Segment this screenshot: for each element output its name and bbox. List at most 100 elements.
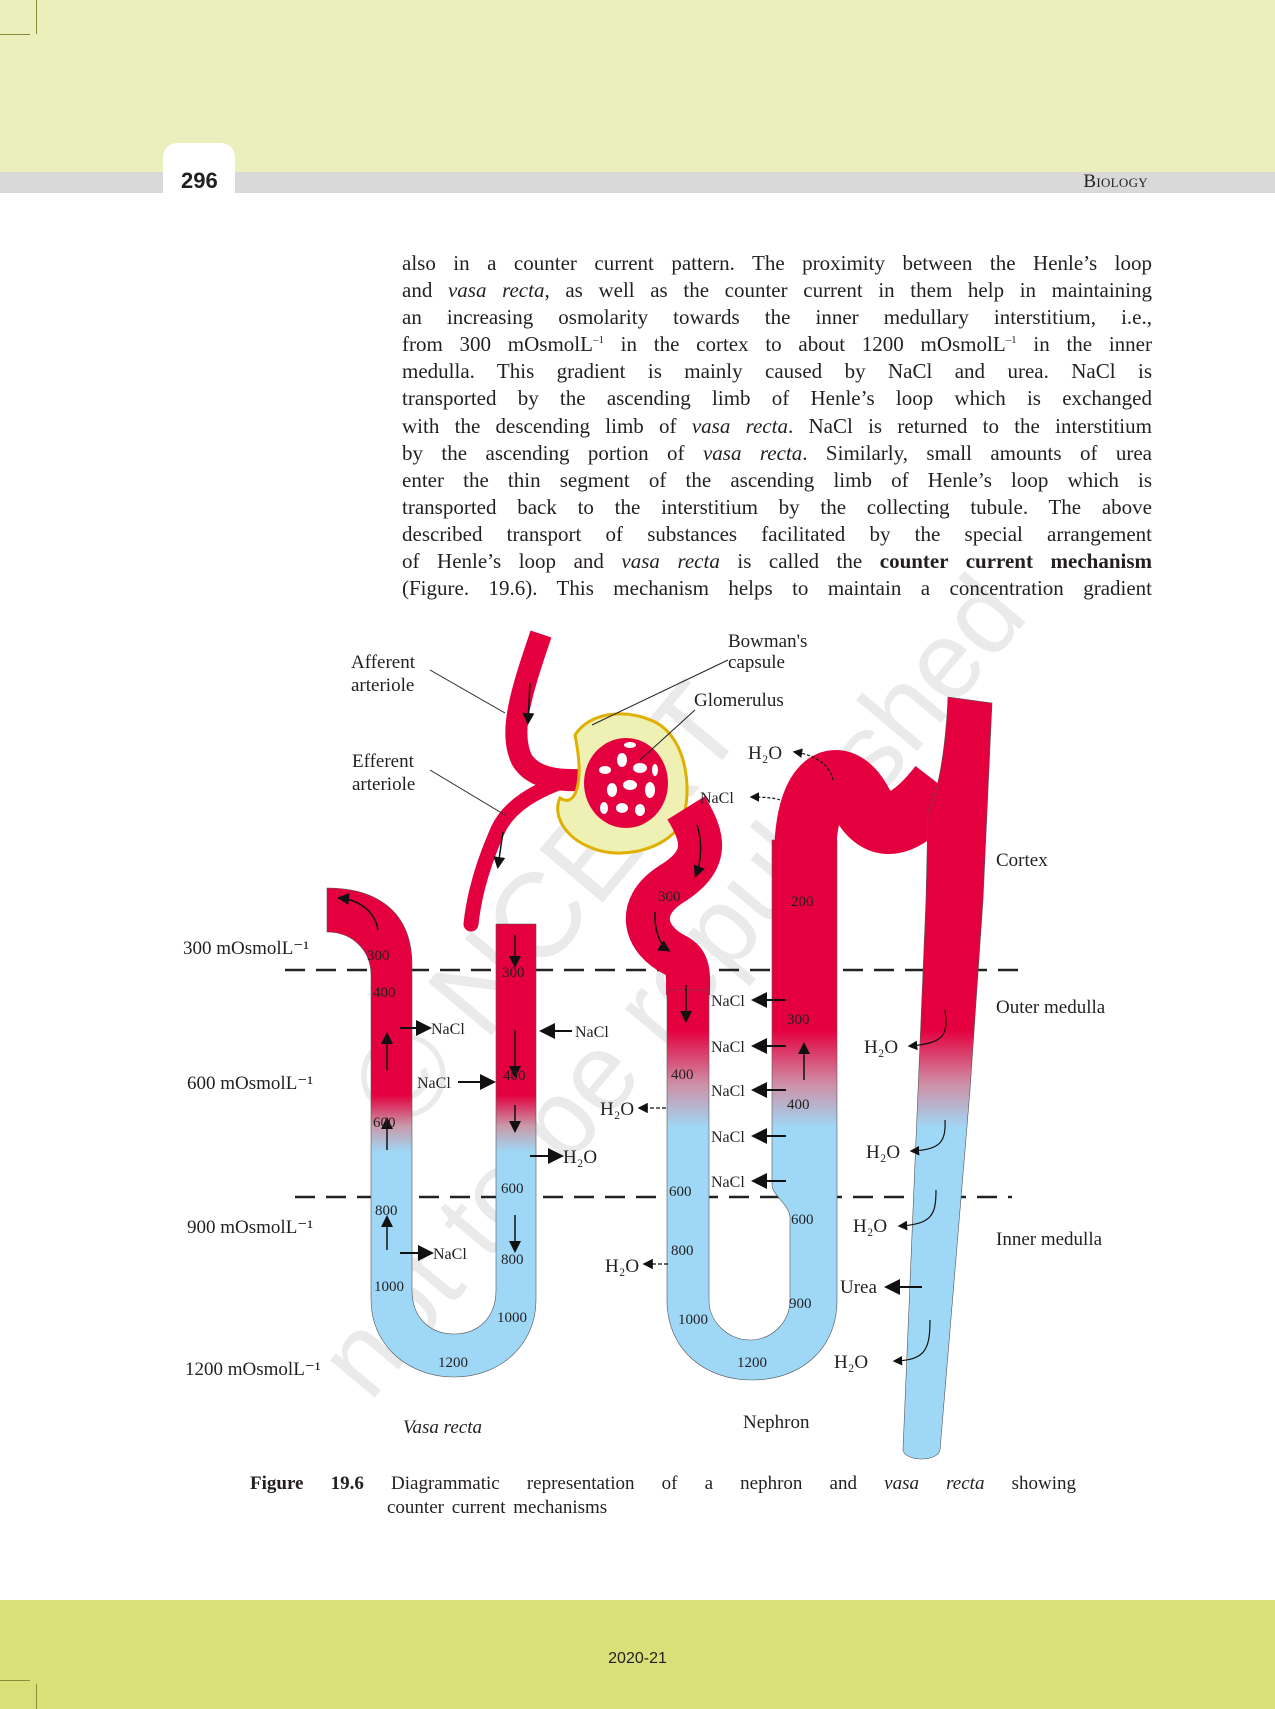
edition-year: 2020-21 bbox=[608, 1650, 667, 1667]
caption-line-2: counter current mechanisms bbox=[387, 1497, 608, 1518]
vasa-recta-label: Vasa recta bbox=[403, 1417, 482, 1438]
value-label: 800 bbox=[375, 1203, 398, 1219]
crop-mark bbox=[36, 1684, 37, 1709]
text-line: and vasa recta, as well as the counter c… bbox=[402, 277, 1152, 304]
glomerulus-capillary-holes bbox=[599, 742, 658, 816]
crop-mark bbox=[36, 0, 37, 34]
italic-term: vasa recta bbox=[691, 413, 788, 438]
text-line: of Henle’s loop and vasa recta is called… bbox=[402, 548, 1152, 575]
h2o-label: H₂O bbox=[748, 743, 782, 764]
text-line: also in a counter current pattern. The p… bbox=[402, 250, 1152, 277]
nephron-values: 300 200 400 600 800 1000 1200 300 400 60… bbox=[658, 889, 814, 1371]
nacl-label: NaCl bbox=[711, 1129, 745, 1146]
osmolarity-900-label: 900 mOsmolL⁻¹ bbox=[187, 1217, 313, 1238]
flow-arrows bbox=[337, 682, 810, 1253]
text-segment: enter the thin segment of the ascending … bbox=[402, 467, 1152, 492]
value-label: 600 bbox=[669, 1184, 692, 1200]
bowmans-capsule-label-2: capsule bbox=[728, 652, 785, 673]
cortex-label: Cortex bbox=[996, 850, 1048, 871]
text-line: enter the thin segment of the ascending … bbox=[402, 467, 1152, 494]
value-label: 300 bbox=[502, 965, 525, 981]
text-segment: medulla. This gradient is mainly caused … bbox=[402, 359, 1152, 384]
nacl-label: NaCl bbox=[433, 1246, 467, 1263]
header-rule bbox=[0, 172, 1275, 193]
nephron-label: Nephron bbox=[743, 1412, 810, 1433]
text-line: with the descending limb of vasa recta. … bbox=[402, 413, 1152, 440]
text-segment: transported back to the interstitium by … bbox=[402, 494, 1152, 519]
text-segment: and bbox=[402, 278, 448, 303]
value-label: 300 bbox=[367, 948, 390, 964]
text-segment: –1 bbox=[1005, 334, 1017, 347]
text-segment: with the descending limb of bbox=[402, 413, 692, 438]
nacl-label: NaCl bbox=[700, 790, 734, 807]
value-label: 600 bbox=[791, 1212, 814, 1228]
inner-medulla-label: Inner medulla bbox=[996, 1229, 1103, 1250]
text-line: transported back to the interstitium by … bbox=[402, 494, 1152, 521]
text-segment: (Figure. 19.6). This mechanism helps to … bbox=[402, 576, 1152, 601]
value-label: 1000 bbox=[374, 1279, 404, 1295]
value-label: 900 bbox=[789, 1296, 812, 1312]
value-label: 1200 bbox=[737, 1355, 767, 1371]
loop-of-henle bbox=[666, 839, 838, 1381]
distal-convoluted-tubule bbox=[774, 750, 965, 861]
value-label: 300 bbox=[658, 889, 681, 905]
italic-term: vasa recta bbox=[621, 549, 720, 574]
text-segment: an increasing osmolarity towards the inn… bbox=[402, 305, 1152, 330]
value-label: 400 bbox=[503, 1068, 526, 1084]
value-label: 200 bbox=[791, 894, 814, 910]
h2o-label: H₂O bbox=[605, 1256, 639, 1277]
urea-label: Urea bbox=[840, 1277, 877, 1298]
text-line: an increasing osmolarity towards the inn… bbox=[402, 304, 1152, 331]
h2o-label: H₂O bbox=[853, 1216, 887, 1237]
value-label: 400 bbox=[787, 1097, 810, 1113]
osmolarity-300-label: 300 mOsmolL⁻¹ bbox=[183, 938, 309, 959]
footer-band bbox=[0, 1600, 1275, 1709]
caption-text: Diagrammatic representation of a nephron… bbox=[391, 1473, 885, 1494]
efferent-label: Efferent bbox=[352, 751, 415, 772]
afferent-label-2: arteriole bbox=[351, 675, 414, 696]
figure-number: Figure 19.6 bbox=[250, 1473, 364, 1494]
value-label: 800 bbox=[671, 1243, 694, 1259]
text-line: from 300 mOsmolL–1 in the cortex to abou… bbox=[402, 331, 1152, 358]
vasa-recta-loop bbox=[326, 887, 537, 1378]
caption-text: showing bbox=[984, 1473, 1076, 1494]
italic-term: vasa recta bbox=[702, 440, 803, 465]
text-segment: . Similarly, small amounts of urea bbox=[802, 440, 1152, 465]
nacl-label: NaCl bbox=[711, 1083, 745, 1100]
text-segment: by the ascending portion of bbox=[402, 440, 703, 465]
transport-labels: NaCl NaCl NaCl H₂O NaCl H₂O NaCl NaCl Na… bbox=[417, 743, 900, 1373]
crop-mark bbox=[0, 34, 30, 35]
afferent-label: Afferent bbox=[351, 652, 416, 673]
text-segment: transported by the ascending limb of Hen… bbox=[402, 386, 1152, 411]
value-label: 300 bbox=[787, 1012, 810, 1028]
value-label: 1000 bbox=[497, 1310, 527, 1326]
glomerulus-label: Glomerulus bbox=[694, 690, 784, 711]
nacl-label: NaCl bbox=[417, 1075, 451, 1092]
text-segment: . NaCl is returned to the interstitium bbox=[787, 413, 1152, 438]
osmolarity-1200-label: 1200 mOsmolL⁻¹ bbox=[185, 1359, 321, 1380]
crop-mark bbox=[0, 1680, 30, 1681]
h2o-label: H₂O bbox=[834, 1352, 868, 1373]
body-paragraph: also in a counter current pattern. The p… bbox=[402, 250, 1152, 602]
nacl-label: NaCl bbox=[431, 1021, 465, 1038]
italic-term: vasa recta bbox=[447, 278, 545, 303]
text-segment: –1 bbox=[592, 334, 604, 347]
transport-arrows bbox=[400, 748, 947, 1366]
page-number-tab bbox=[163, 143, 235, 198]
leader-lines bbox=[429, 659, 729, 816]
text-segment: in the inner bbox=[1016, 332, 1152, 357]
nacl-label: NaCl bbox=[711, 1039, 745, 1056]
text-segment: in the cortex to about 1200 mOsmolL bbox=[603, 332, 1006, 357]
running-head: Biology bbox=[1083, 171, 1148, 192]
text-segment: also in a counter current pattern. The p… bbox=[402, 251, 1152, 275]
page-number: 296 bbox=[181, 168, 218, 193]
nacl-label: NaCl bbox=[711, 993, 745, 1010]
value-label: 400 bbox=[373, 985, 396, 1001]
h2o-label: H₂O bbox=[600, 1099, 634, 1120]
outer-medulla-label: Outer medulla bbox=[996, 997, 1106, 1018]
text-line: transported by the ascending limb of Hen… bbox=[402, 385, 1152, 412]
value-label: 800 bbox=[501, 1252, 524, 1268]
text-segment: of Henle’s loop and bbox=[402, 549, 622, 574]
